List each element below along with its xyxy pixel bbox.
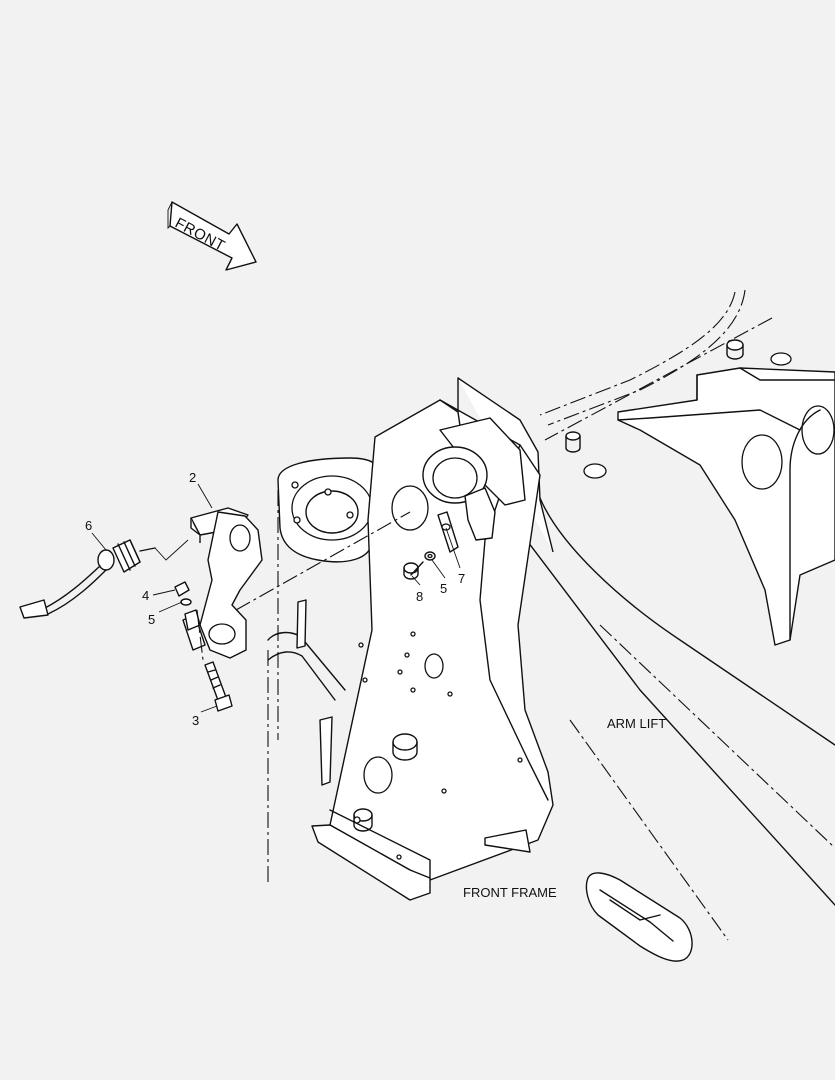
sensor-bracket-mounted [403,487,496,580]
callout-6: 6 [85,518,92,533]
leader-lines [91,483,461,713]
callout-5-left: 5 [148,612,155,627]
callout-7: 7 [458,571,465,586]
callout-2: 2 [189,470,196,485]
callout-8: 8 [416,589,423,604]
clamp [182,609,206,651]
washer-5-left [180,598,192,606]
bracket-2 [19,507,411,712]
bolt-3 [204,661,233,712]
sensor-6 [19,539,156,619]
callout-5-right: 5 [440,581,447,596]
front-frame [267,377,554,901]
plate-boss [353,733,418,832]
arm-lift-label: ARM LIFT [607,716,666,731]
callout-3: 3 [192,713,199,728]
callouts: 2 6 4 5 3 5 7 8 [85,470,465,728]
boom-bracket-right [617,367,835,646]
front-arrow: FRONT [167,201,257,271]
front-frame-label: FRONT FRAME [463,885,557,900]
callout-4: 4 [142,588,149,603]
boss-top-right [565,339,792,479]
bolt-8 [403,561,424,580]
frame-slot-piece [585,872,693,962]
nut-4 [174,581,190,597]
